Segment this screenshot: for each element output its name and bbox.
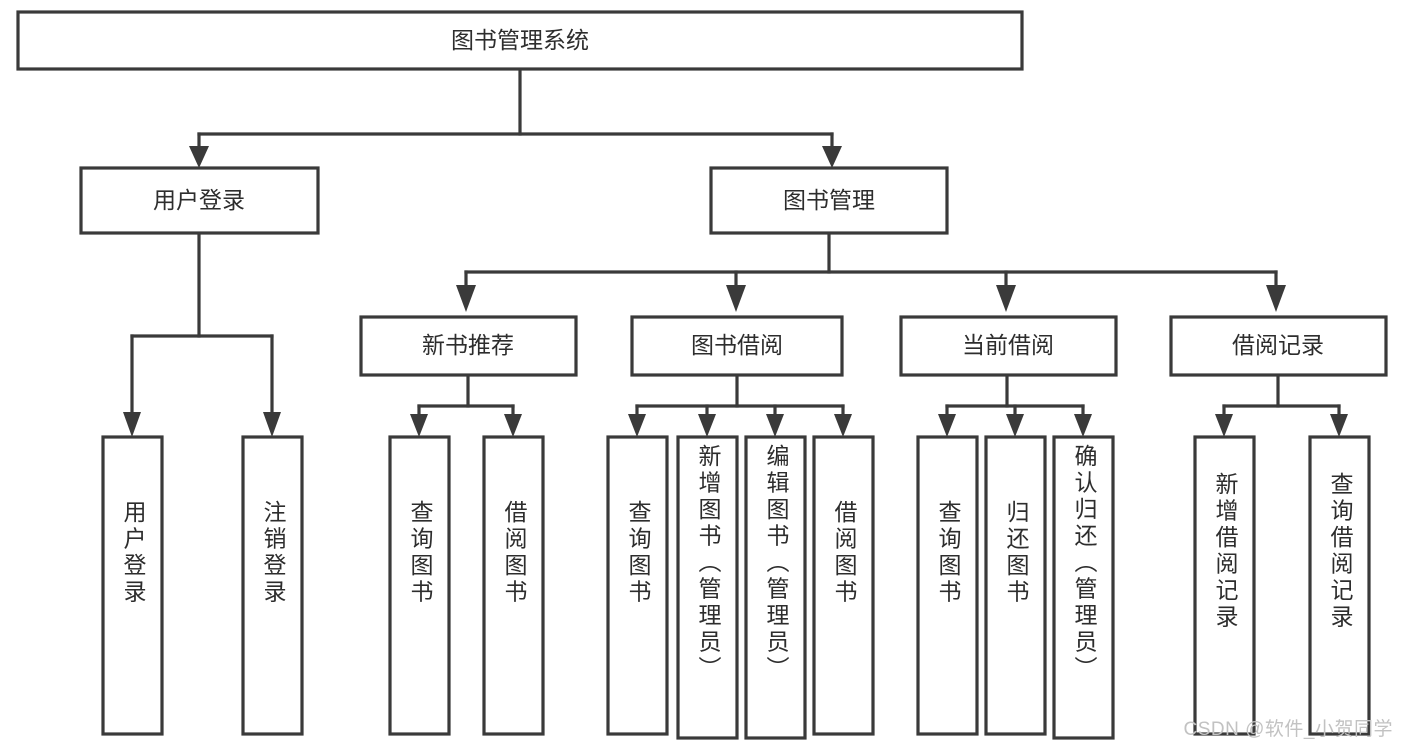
node-book-manage-box[interactable]: [709, 166, 949, 235]
node-book-manage-label: 图书管理: [783, 187, 875, 213]
arrowhead-leaf-query-book-2: [628, 414, 646, 437]
node-leaf-query-book-3-box[interactable]: [916, 435, 979, 736]
arrowhead-leaf-query-record: [1330, 414, 1348, 437]
node-leaf-edit-book-box[interactable]: [744, 435, 807, 740]
connector-group-root: [189, 68, 842, 168]
node-current-borrow-label: 当前借阅: [962, 332, 1054, 358]
arrowhead-book-manage: [822, 146, 842, 168]
arrowhead-leaf-query-book-3: [938, 414, 956, 437]
arrowhead-leaf-edit-book: [766, 414, 784, 437]
node-leaf-logout-box[interactable]: [241, 435, 304, 736]
node-leaf-add-book-box[interactable]: [676, 435, 739, 740]
arrowhead-leaf-add-book: [698, 414, 716, 437]
arrowhead-leaf-logout: [263, 412, 281, 437]
arrowhead-leaf-query-book-1: [410, 414, 428, 437]
connector-group-current-borrow: [938, 373, 1092, 437]
node-leaf-query-record-box[interactable]: [1308, 435, 1371, 736]
arrowhead-leaf-confirm-return: [1074, 414, 1092, 437]
csdn-watermark: CSDN @软件_小贺同学: [1183, 719, 1393, 740]
node-root-label: 图书管理系统: [451, 27, 589, 53]
node-book-borrow[interactable]: 图书借阅: [630, 315, 844, 377]
connector-group-new-book-recommend: [410, 373, 522, 437]
node-new-book-recommend-box[interactable]: [359, 315, 578, 377]
connector-group-borrow-record: [1215, 373, 1348, 437]
node-borrow-record-box[interactable]: [1169, 315, 1388, 377]
node-user-login[interactable]: 用户登录: [79, 166, 320, 235]
node-book-borrow-box[interactable]: [630, 315, 844, 377]
arrowhead-leaf-borrow-book-1: [504, 414, 522, 437]
node-book-manage[interactable]: 图书管理: [709, 166, 949, 235]
node-borrow-record[interactable]: 借阅记录: [1169, 315, 1388, 377]
node-leaf-borrow-book-2-box[interactable]: [812, 435, 875, 736]
arrowhead-new-book-recommend: [456, 285, 476, 312]
connector-group-book-borrow: [628, 373, 852, 437]
node-leaf-query-book-1-box[interactable]: [388, 435, 451, 736]
connector-group-book-manage: [456, 231, 1286, 312]
connector-group-user-login: [123, 231, 281, 437]
arrowhead-user-login: [189, 146, 209, 168]
arrowhead-leaf-return-book: [1006, 414, 1024, 437]
node-new-book-recommend[interactable]: 新书推荐: [359, 315, 578, 377]
node-current-borrow-box[interactable]: [899, 315, 1118, 377]
node-leaf-query-book-2-box[interactable]: [606, 435, 669, 736]
node-new-book-recommend-label: 新书推荐: [422, 332, 514, 358]
node-leaf-add-record-box[interactable]: [1193, 435, 1256, 736]
node-leaf-return-book-box[interactable]: [984, 435, 1047, 736]
node-book-borrow-label: 图书借阅: [691, 332, 783, 358]
node-root[interactable]: 图书管理系统: [16, 10, 1024, 71]
node-root-box[interactable]: [16, 10, 1024, 71]
arrowhead-leaf-user-login: [123, 412, 141, 437]
arrowhead-current-borrow: [996, 285, 1016, 312]
node-current-borrow[interactable]: 当前借阅: [899, 315, 1118, 377]
node-leaf-user-login-box[interactable]: [101, 435, 164, 736]
node-leaf-confirm-return-box[interactable]: [1052, 435, 1115, 740]
node-user-login-label: 用户登录: [153, 187, 245, 213]
node-user-login-box[interactable]: [79, 166, 320, 235]
node-borrow-record-label: 借阅记录: [1232, 332, 1324, 358]
arrowhead-borrow-record: [1266, 285, 1286, 312]
node-leaf-borrow-book-1-box[interactable]: [482, 435, 545, 736]
arrowhead-leaf-borrow-book-2: [834, 414, 852, 437]
arrowhead-book-borrow: [726, 285, 746, 312]
arrowhead-leaf-add-record: [1215, 414, 1233, 437]
